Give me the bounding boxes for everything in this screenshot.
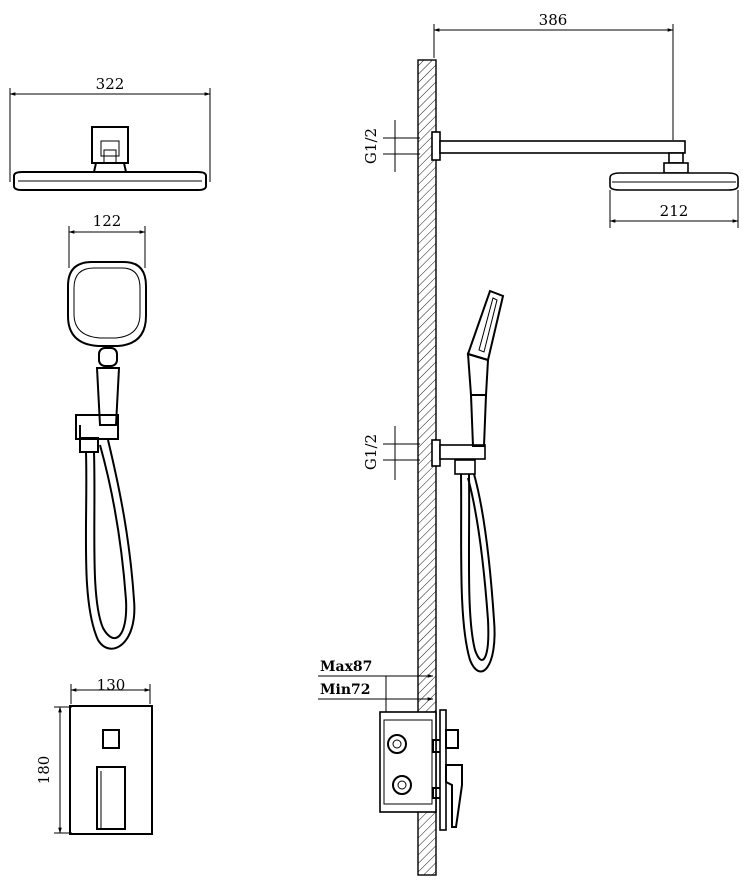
dim-min-depth: Min72 [320,682,370,698]
dim-head-front-width: 322 [96,75,125,93]
dim-head-side-width: 212 [660,202,689,220]
dim-plate-width: 130 [97,676,126,694]
dim-max-depth: Max87 [320,659,372,675]
mixer-plate-front-view: 130 180 [35,676,153,835]
concealed-valve-side-view: Max87 Min72 [318,659,463,831]
shower-arm-side-view: 386 G1/2 212 [362,11,739,228]
hand-shower-side-view: G1/2 [362,289,505,673]
shower-head-front-view: 322 [9,75,211,191]
dim-thread-top: G1/2 [362,128,380,164]
dim-arm-length: 386 [539,11,568,29]
dim-plate-height: 180 [35,756,53,785]
hand-shower-front-view: 122 [67,212,147,650]
dim-handshower-width: 122 [93,212,122,230]
dim-thread-bottom: G1/2 [362,434,380,470]
wall-section [417,59,437,876]
